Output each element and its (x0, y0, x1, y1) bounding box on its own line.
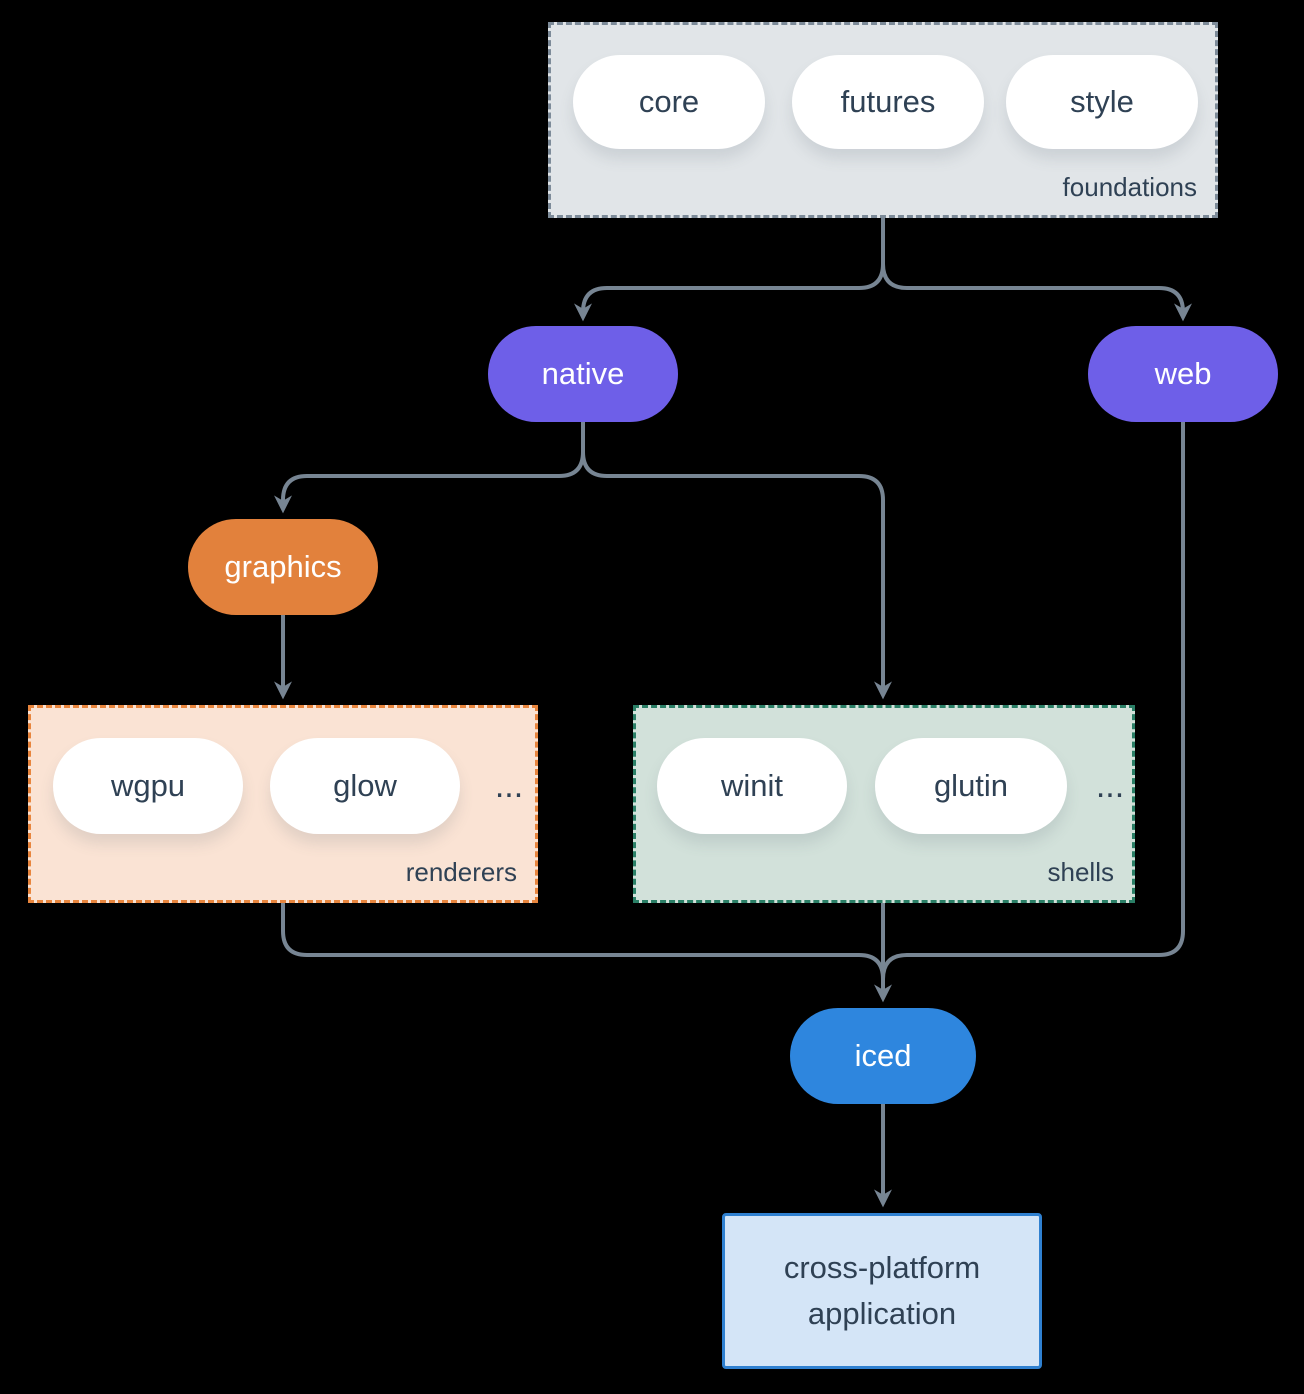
node-winit: winit (657, 738, 847, 834)
node-graphics: graphics (188, 519, 378, 615)
edge-native-to-graphics (274, 422, 585, 514)
shells-ellipsis: ... (1095, 766, 1125, 805)
edge-foundations-to-native (574, 218, 885, 322)
node-web: web (1088, 326, 1278, 422)
node-futures: futures (792, 55, 984, 149)
node-native: native (488, 326, 678, 422)
node-core: core (573, 55, 765, 149)
renderers-group-label: renderers (405, 857, 517, 887)
edge-native-to-shells (581, 422, 892, 700)
edge-foundations-to-web (881, 218, 1192, 322)
node-iced: iced (790, 1008, 976, 1104)
foundations-group-label: foundations (1062, 172, 1197, 202)
node-cross-platform-application: cross-platform application (722, 1213, 1042, 1369)
edge-renderers-to-merge (281, 903, 885, 980)
shells-group-label: shells (1047, 857, 1114, 887)
renderers-group: wgpu glow ... renderers (28, 705, 538, 903)
node-glutin: glutin (875, 738, 1067, 834)
shells-group: winit glutin ... shells (633, 705, 1135, 903)
foundations-group: core futures style foundations (548, 22, 1218, 218)
node-style: style (1006, 55, 1198, 149)
node-glow: glow (270, 738, 460, 834)
edge-web-to-merge (881, 422, 1185, 980)
renderers-ellipsis: ... (494, 766, 524, 805)
node-wgpu: wgpu (53, 738, 243, 834)
